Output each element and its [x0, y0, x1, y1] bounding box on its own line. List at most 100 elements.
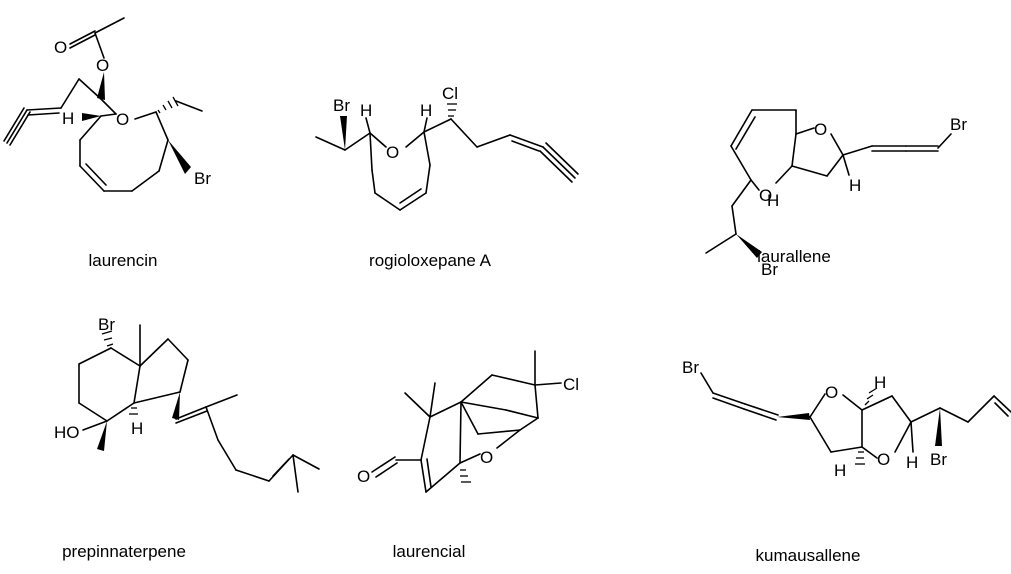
- bond: [730, 109, 753, 147]
- bond: [26, 107, 62, 111]
- bond: [69, 30, 96, 45]
- hashed-bond: [460, 469, 471, 483]
- bond: [423, 131, 431, 166]
- bond: [60, 78, 80, 109]
- bond: [272, 458, 290, 477]
- bond: [735, 116, 756, 150]
- bond: [405, 131, 425, 148]
- bond: [344, 132, 371, 151]
- bond: [6, 109, 28, 144]
- bond: [937, 133, 952, 149]
- atom-label: H: [834, 461, 846, 480]
- bond: [505, 409, 539, 419]
- wedge-bond: [340, 116, 347, 150]
- molecule-laurencial: O O Cl laurencial: [357, 350, 579, 561]
- bond: [429, 401, 462, 418]
- molecule-prepinnaterpene: Br HO H prepinnaterpene: [54, 315, 320, 561]
- bond: [545, 142, 579, 175]
- bond: [791, 165, 828, 177]
- atom-label: HO: [54, 423, 80, 442]
- bond: [94, 17, 125, 34]
- bond: [700, 372, 714, 394]
- molecule-rogioloxepane-a: Br H O H Cl rogioloxepane A: [315, 84, 579, 270]
- hashed-bond: [447, 103, 457, 117]
- atom-label: H: [874, 373, 886, 392]
- bond: [315, 136, 346, 151]
- bond: [371, 456, 396, 473]
- bond: [292, 454, 299, 493]
- bond: [158, 139, 169, 172]
- hashed-bond: [101, 330, 114, 347]
- bond: [110, 347, 141, 367]
- bond: [534, 382, 562, 386]
- bond: [450, 118, 478, 148]
- atom-label: H: [906, 453, 918, 472]
- bond: [175, 410, 208, 424]
- bond: [842, 154, 850, 176]
- atom-label: O: [96, 56, 109, 75]
- bond: [79, 115, 102, 141]
- bond: [426, 458, 432, 488]
- bond: [460, 374, 493, 403]
- bond: [730, 145, 752, 181]
- bond: [404, 392, 431, 418]
- bond: [842, 394, 863, 411]
- bond: [534, 384, 539, 419]
- bond: [910, 421, 914, 453]
- bond: [420, 459, 427, 493]
- bond: [425, 164, 431, 194]
- bond: [491, 374, 536, 386]
- bond: [826, 154, 844, 177]
- molecule-name: laurencial: [393, 542, 466, 561]
- atom-label: O: [386, 143, 399, 162]
- bond: [205, 406, 219, 441]
- bond: [100, 98, 117, 115]
- bond: [292, 454, 320, 470]
- atom-label: H: [420, 101, 432, 120]
- bond: [155, 111, 169, 141]
- bond: [830, 133, 844, 156]
- atom-label: H: [767, 191, 779, 210]
- wedge-bond: [168, 140, 191, 174]
- bond: [133, 365, 141, 404]
- atom-label: Cl: [442, 84, 458, 103]
- bond: [425, 462, 461, 493]
- bond: [374, 192, 401, 211]
- atom-label: O: [877, 450, 890, 469]
- bond: [371, 169, 376, 194]
- bond: [85, 163, 107, 186]
- bond: [542, 146, 576, 179]
- atom-label: Br: [682, 358, 699, 377]
- bond: [69, 34, 96, 49]
- bond: [476, 134, 511, 148]
- atom-label: Br: [930, 450, 947, 469]
- atom-label: Br: [761, 260, 778, 279]
- hashed-bond: [157, 96, 179, 114]
- wedge-bond: [172, 392, 180, 420]
- bond: [9, 111, 31, 146]
- bond: [375, 462, 398, 478]
- atom-label: Br: [194, 169, 211, 188]
- bond: [509, 134, 544, 148]
- bond: [420, 416, 431, 461]
- molecule-name: prepinnaterpene: [62, 542, 186, 561]
- atom-label: O: [480, 448, 493, 467]
- bond: [705, 233, 737, 254]
- wedge-bond: [777, 413, 810, 420]
- atom-label: Cl: [563, 375, 579, 394]
- bond: [133, 391, 181, 404]
- bond: [994, 402, 1009, 417]
- bond: [939, 407, 969, 423]
- bond: [775, 165, 793, 184]
- hashed-bond: [855, 451, 865, 465]
- atom-label: O: [116, 110, 129, 129]
- bond: [743, 408, 777, 421]
- hashed-bond: [864, 387, 878, 406]
- bond: [3, 107, 25, 142]
- bond: [100, 113, 117, 117]
- bond: [82, 420, 108, 431]
- bond: [967, 395, 995, 423]
- molecule-name: kumausallene: [756, 546, 861, 565]
- bond: [459, 401, 462, 464]
